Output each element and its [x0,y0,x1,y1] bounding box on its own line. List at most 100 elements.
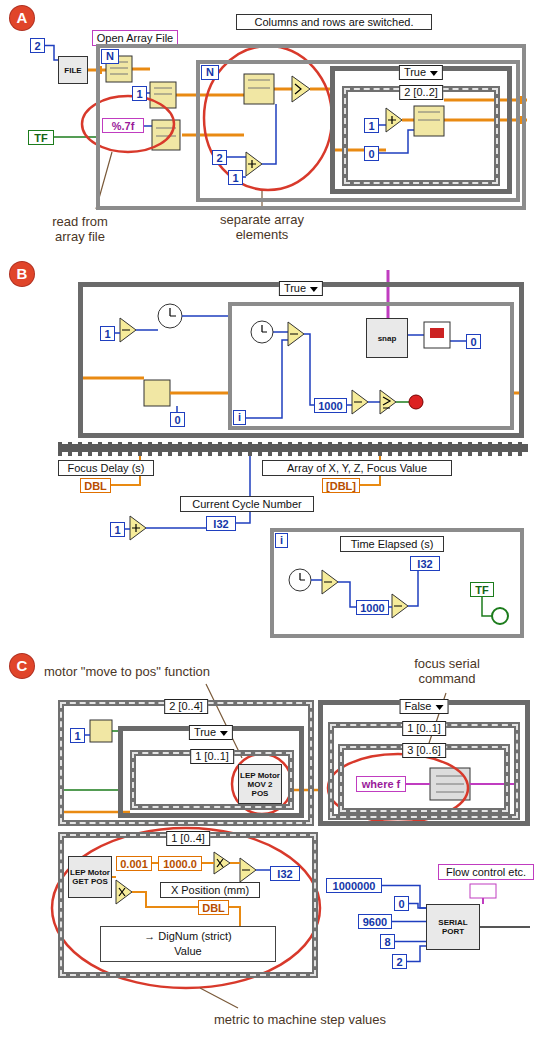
property-node: → DigNum (strict)Value [100,926,276,962]
numeric-constant: 1 [228,170,243,185]
node-text: Columns and rows are switched. [255,16,414,29]
selector-label: 1 [0..1] [402,721,446,736]
image-display [424,322,450,348]
node-text: I32 [417,558,432,570]
annotation-label: separate array elements [206,212,318,242]
node-text: %.7f [112,120,135,132]
sequence-filmstrip [58,442,528,456]
case-structure: False 1 [0..1] 3 [0..6] where f [318,700,530,826]
numeric-constant: 0 [170,412,185,427]
boolean-wire [482,596,492,616]
wire [407,946,426,962]
panel-letter: A [10,6,34,30]
numeric-wire [144,93,414,177]
resource-wire [478,926,530,928]
label-box: Array of X, Y, Z, Focus Value [262,460,452,476]
tunnel [96,66,102,74]
loop-condition [492,608,508,624]
numeric-constant: 0 [394,896,409,911]
node-text: TF [34,132,47,144]
function-icon [150,82,176,108]
node-text: LEP Motor GET POS [69,868,111,886]
sequence-frame: 1 [0..1] LEP Motor MOV 2 POS [130,750,294,810]
wire [409,904,426,909]
sequence-frame: 2 [0..2] 1 0 [342,86,500,186]
tunnel [519,116,526,124]
wire [395,941,426,943]
label-box: Open Array File [92,30,178,46]
boolean-wire [58,731,118,790]
node-text: Time Elapsed (s) [351,538,434,551]
node-text: Flow control etc. [446,866,526,879]
dropdown-arrow [310,287,318,292]
numeric-terminal: [DBL] [322,478,360,493]
node-text: Open Array File [97,32,173,45]
node-text: DBL [202,902,225,914]
selector-label: 2 [0..4] [164,699,208,714]
label-box: Columns and rows are switched. [236,14,432,30]
numeric-constant: 2 [30,38,45,53]
case-structure: True1 [0..1]LEP Motor MOV 2 POS [118,726,304,818]
numeric-constant: 2 [212,150,227,165]
label-box: Time Elapsed (s) [340,536,444,552]
node-text: DBL [84,480,107,492]
numeric-constant: 1 [100,326,115,341]
node-text: where f [362,778,401,790]
cluster-terminal [470,884,496,898]
function-icon: LEP Motor GET POS [68,856,112,898]
selector-label: 3 [0..6] [402,743,446,758]
label-box: X Position (mm) [160,882,260,898]
icon-detail [110,62,440,136]
string-constant: where f [356,776,406,792]
node-text: SERIAL PORT [427,918,479,936]
sequence-frame: 1 [0..4]LEP Motor GET POS0.0011000.0I32X… [58,832,318,978]
numeric-constant: 2 [392,954,407,969]
node-text: → DigNum (strict) [144,929,231,944]
node-text: TF [475,584,488,596]
numeric-constant: I32 [206,516,236,531]
boolean-constant: TF [28,130,54,145]
numeric-constant: I32 [270,866,300,881]
multiply-function [116,880,132,904]
numeric-constant: 0 [364,146,379,161]
node-text: 1 [74,730,80,742]
node-text: 9600 [363,916,387,928]
node-text: A [17,9,28,27]
node-text: 2 [396,956,402,968]
function-icon: LEP Motor MOV 2 POS [238,764,282,804]
node-text: X Position (mm) [171,884,249,897]
selector-label: 2 [0..2] [399,85,443,100]
function-icon [430,768,470,800]
annotation-label: motor "move to pos" function [44,664,324,679]
node-text: 2 [34,40,40,52]
node-text: I32 [213,518,228,530]
node-text: Focus Delay (s) [67,462,144,475]
icon-detail [436,776,464,792]
node-text: C [17,657,28,675]
node-text: 1000000 [333,880,376,892]
node-text: 1 [114,524,120,536]
node-text: LEP Motor MOV 2 POS [239,771,281,798]
node-text: 0 [398,898,404,910]
node-text: 1 [368,120,374,132]
selector-label: 1 [0..1] [190,749,234,764]
leader-line [96,152,262,209]
panel-letter: B [10,262,34,286]
numeric-wire [124,456,418,607]
node-text: 0 [470,336,476,348]
annotation-label: focus serial command [392,656,502,686]
case-structure: True2 [0..2]10 [330,66,512,194]
node-text: Array of X, Y, Z, Focus Value [287,462,427,475]
wire [45,46,58,61]
selector-label: False [400,699,449,714]
operator-mark [122,308,390,408]
callout-ellipse [232,754,292,814]
annotation-label: metric to machine step values [160,1012,440,1027]
selector-label: N [201,65,219,80]
function-icon: FILE [58,56,88,84]
node-text: 8 [384,936,390,948]
multiply-function [214,852,230,874]
node-text: 1000 [318,400,342,412]
node-text: 1 [232,172,238,184]
